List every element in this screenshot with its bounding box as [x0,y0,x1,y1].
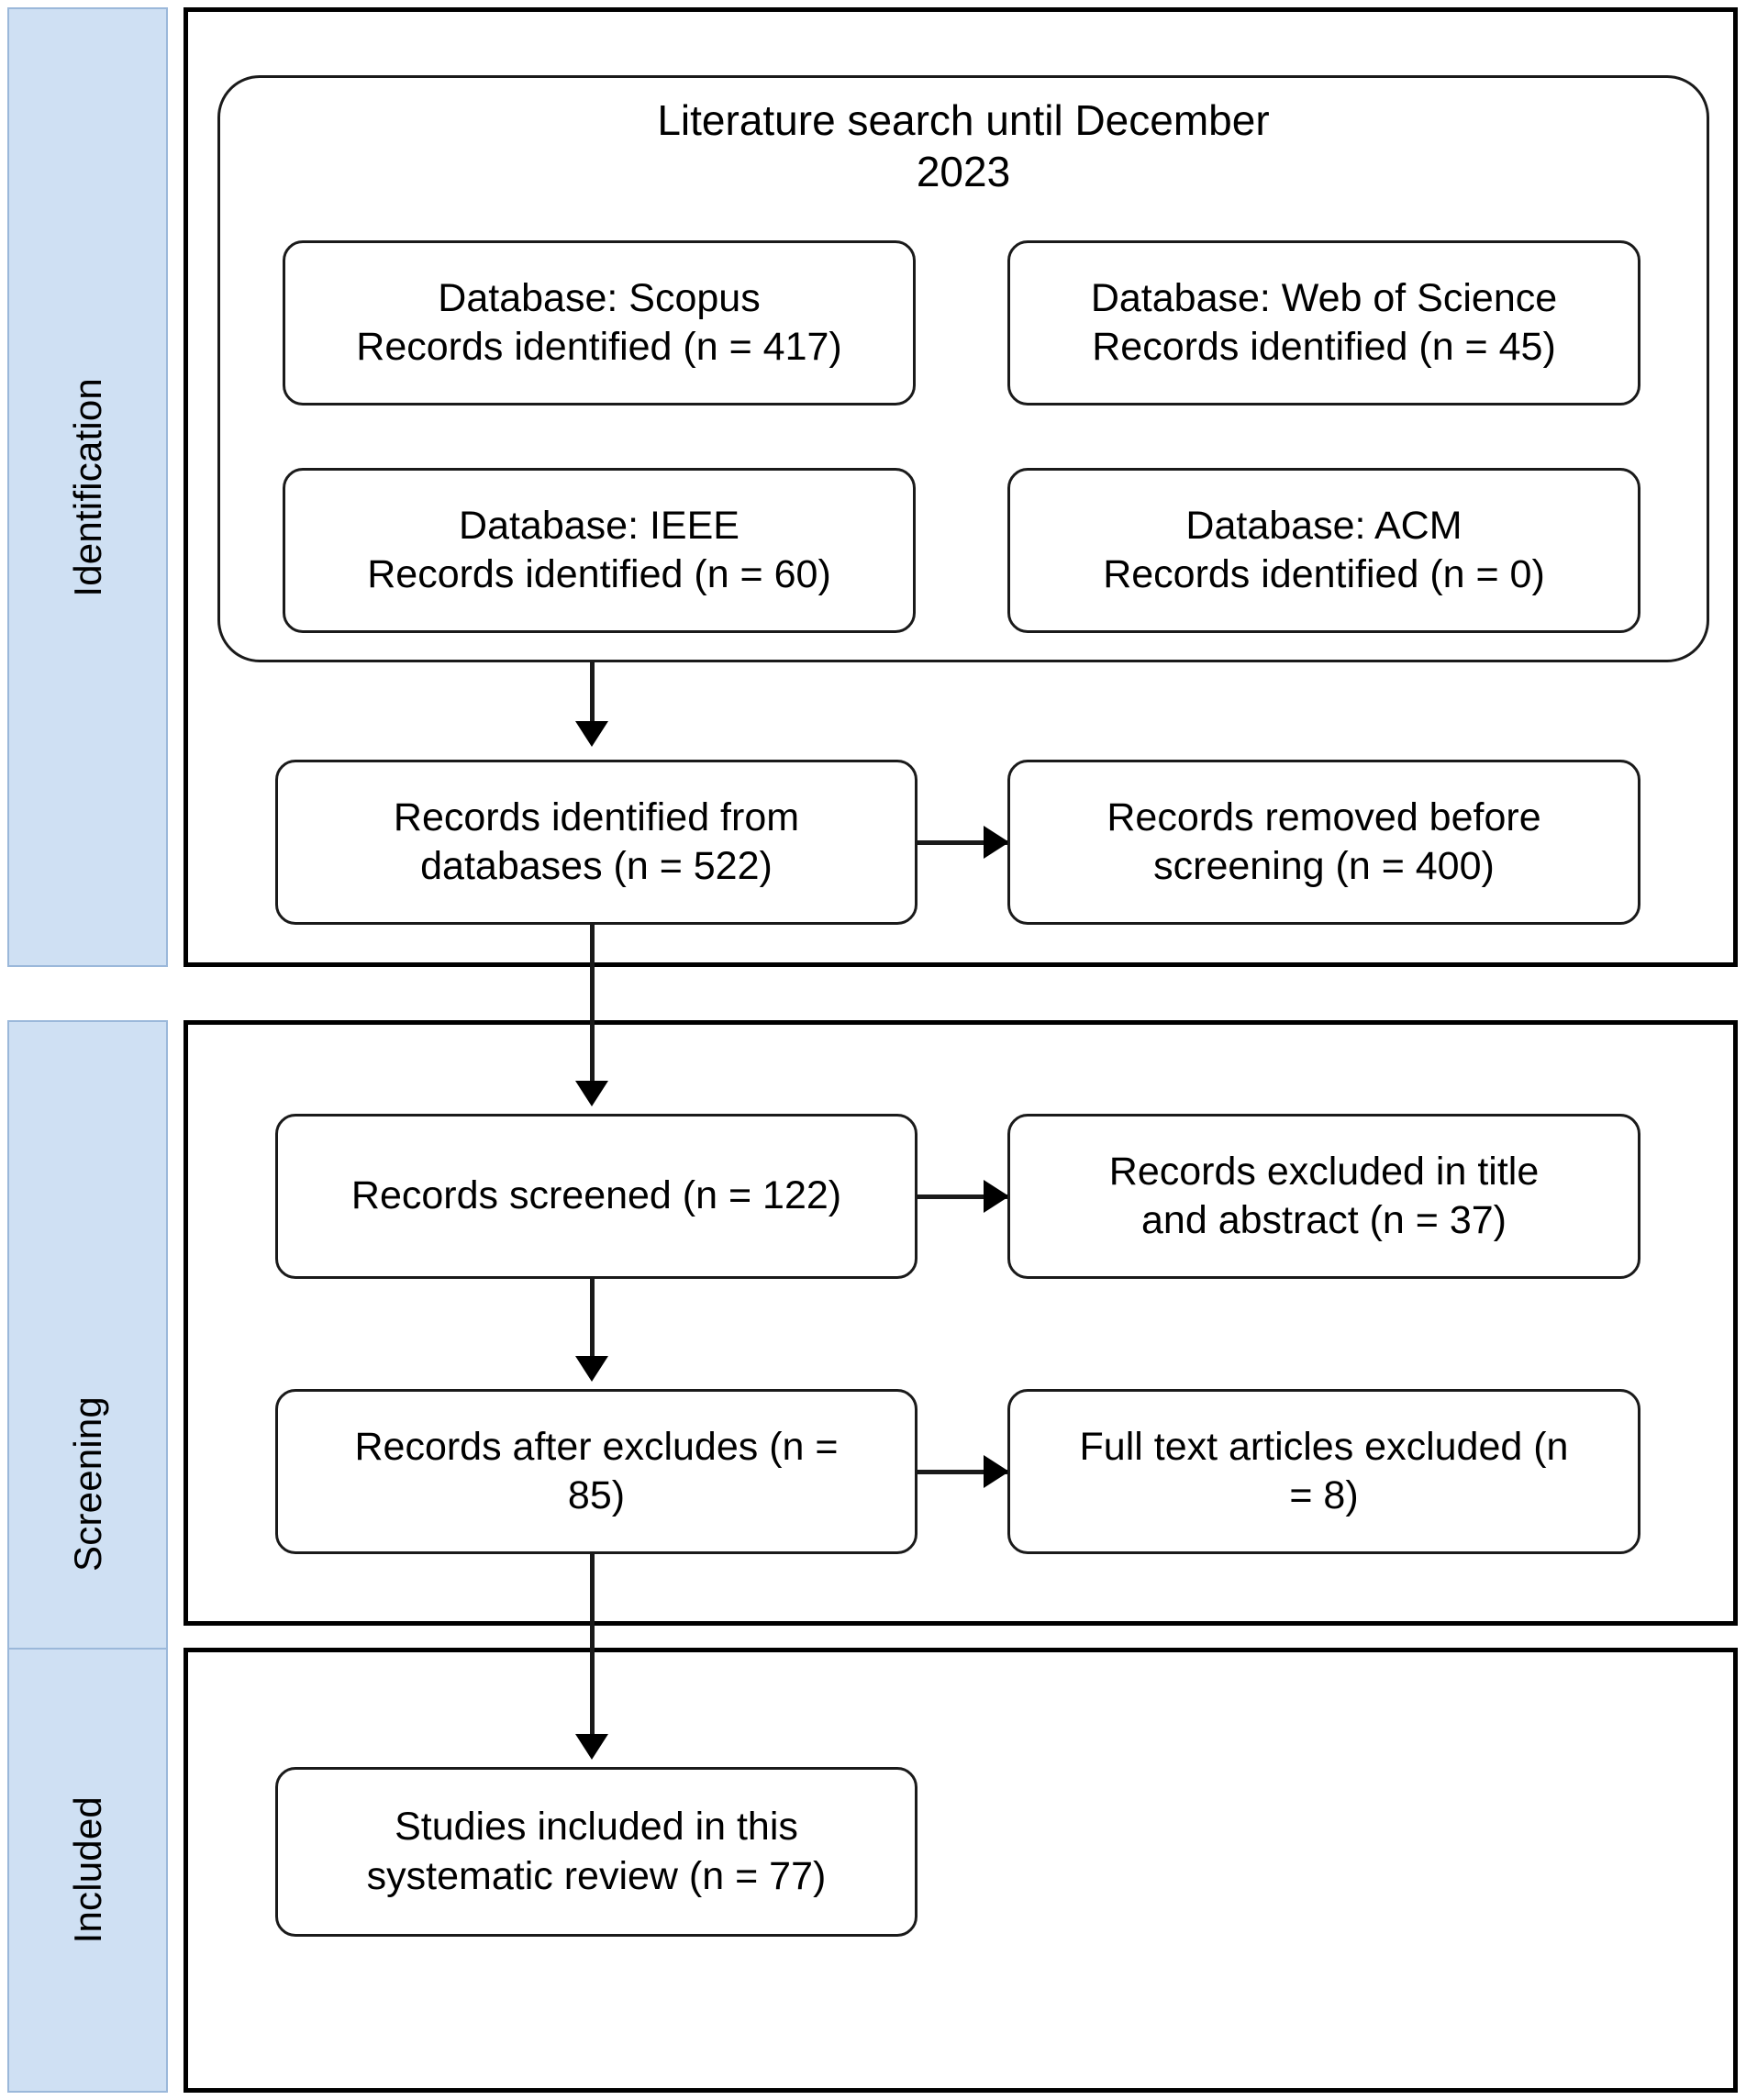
node-records-identified-from-databases[interactable]: Records identified from databases (n = 5… [275,760,917,925]
node-records-after-excludes-text: Records after excludes (n = 85) [354,1423,838,1521]
node-records-removed-before-screening-line1: Records removed before [1107,794,1541,839]
node-database-acm-line2: Records identified (n = 0) [1103,552,1545,596]
node-database-web-of-science[interactable]: Database: Web of Science Records identif… [1007,240,1640,406]
arrowhead-identification-to-screening [575,1081,608,1106]
arrowhead-records-identified-to-removed [984,826,1009,859]
literature-search-title-line1: Literature search until December [657,96,1270,144]
literature-search-title: Literature search until December 2023 [220,94,1707,197]
node-database-acm-line1: Database: ACM [1185,503,1462,548]
node-database-web-of-science-line2: Records identified (n = 45) [1092,325,1556,369]
node-database-ieee-text: Database: IEEE Records identified (n = 6… [367,502,831,600]
node-records-after-excludes-line1: Records after excludes (n = [354,1424,839,1469]
node-records-screened[interactable]: Records screened (n = 122) [275,1114,917,1279]
node-records-excluded-title-abstract[interactable]: Records excluded in title and abstract (… [1007,1114,1640,1279]
node-studies-included[interactable]: Studies included in this systematic revi… [275,1767,917,1937]
node-database-scopus[interactable]: Database: Scopus Records identified (n =… [283,240,916,406]
node-database-web-of-science-line1: Database: Web of Science [1090,275,1558,320]
node-studies-included-line1: Studies included in this [395,1805,798,1850]
connector-after-excludes-to-full-text-excluded [917,1470,1009,1474]
node-records-identified-from-databases-line1: Records identified from [393,794,800,839]
node-database-web-of-science-text: Database: Web of Science Records identif… [1091,274,1557,372]
node-records-identified-from-databases-text: Records identified from databases (n = 5… [394,794,799,892]
node-records-removed-before-screening-text: Records removed before screening (n = 40… [1107,794,1540,892]
stage-bar-identification: Identification [7,7,168,967]
connector-records-screened-to-excluded [917,1194,1009,1199]
node-records-after-excludes-line2: 85) [567,1473,626,1517]
node-full-text-articles-excluded-line2: = 8) [1289,1473,1359,1517]
node-full-text-articles-excluded-text: Full text articles excluded (n = 8) [1080,1423,1569,1521]
node-records-removed-before-screening[interactable]: Records removed before screening (n = 40… [1007,760,1640,925]
stage-label-screening: Screening [65,1395,109,1572]
node-studies-included-text: Studies included in this systematic revi… [367,1803,827,1901]
stage-bar-included: Included [7,1648,168,2093]
node-records-identified-from-databases-line2: databases (n = 522) [420,844,773,888]
node-database-scopus-line2: Records identified (n = 417) [356,325,842,369]
node-records-removed-before-screening-line2: screening (n = 400) [1153,844,1495,888]
node-records-screened-text: Records screened (n = 122) [351,1172,841,1220]
connector-identification-to-screening [590,925,595,1094]
node-records-excluded-title-abstract-line1: Records excluded in title [1108,1149,1540,1194]
node-records-excluded-title-abstract-line2: and abstract (n = 37) [1141,1198,1507,1242]
arrowhead-screening-to-included [575,1734,608,1760]
node-full-text-articles-excluded-line1: Full text articles excluded (n [1079,1424,1569,1469]
node-database-scopus-text: Database: Scopus Records identified (n =… [356,274,841,372]
node-records-screened-line1: Records screened (n = 122) [350,1173,842,1218]
node-database-acm-text: Database: ACM Records identified (n = 0) [1103,502,1545,600]
arrowhead-records-screened-to-excluded [984,1180,1009,1213]
arrowhead-screened-to-after-excludes [575,1356,608,1382]
node-database-ieee[interactable]: Database: IEEE Records identified (n = 6… [283,468,916,633]
connector-records-identified-to-removed [917,840,1009,845]
connector-group-to-records-identified [590,662,595,727]
connector-screening-to-included [590,1554,595,1747]
node-database-ieee-line2: Records identified (n = 60) [367,552,831,596]
node-database-scopus-line1: Database: Scopus [438,275,761,320]
node-records-excluded-title-abstract-text: Records excluded in title and abstract (… [1109,1148,1539,1246]
stage-label-identification: Identification [65,377,109,597]
literature-search-title-line2: 2023 [916,148,1011,196]
node-full-text-articles-excluded[interactable]: Full text articles excluded (n = 8) [1007,1389,1640,1554]
arrowhead-group-to-records-identified [575,721,608,747]
node-studies-included-line2: systematic review (n = 77) [366,1853,827,1898]
node-records-after-excludes[interactable]: Records after excludes (n = 85) [275,1389,917,1554]
node-database-ieee-line1: Database: IEEE [459,503,740,548]
node-database-acm[interactable]: Database: ACM Records identified (n = 0) [1007,468,1640,633]
stage-label-included: Included [65,1796,109,1944]
connector-screened-to-after-excludes [590,1279,595,1371]
arrowhead-after-excludes-to-full-text-excluded [984,1455,1009,1488]
